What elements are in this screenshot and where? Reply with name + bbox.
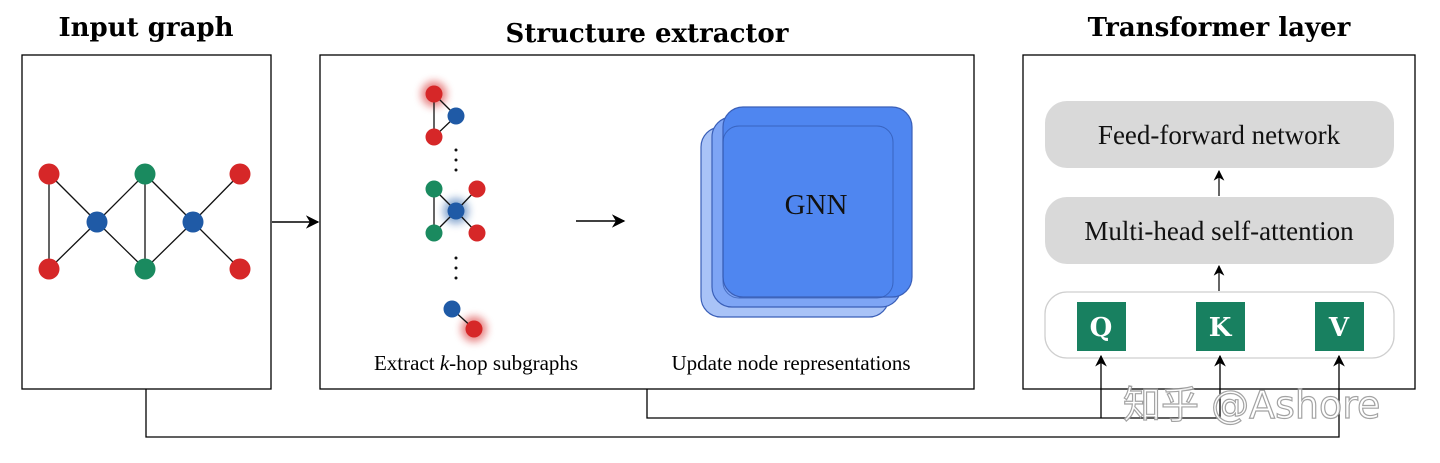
graph-node-green — [134, 163, 156, 185]
connector-extractor-to-k — [646, 354, 1226, 419]
subgraph-node-green — [425, 224, 443, 242]
feed-forward-block — [1045, 101, 1394, 168]
structure-extractor-title: Structure extractor — [506, 19, 789, 49]
query-label: Q — [1090, 313, 1113, 343]
subgraph-node-blue — [447, 202, 465, 220]
graph-node-green — [134, 258, 156, 280]
subgraph-node-green — [425, 180, 443, 198]
input-graph-panel — [21, 54, 272, 390]
watermark-text: 知乎 @Ashore — [1123, 383, 1380, 427]
transformer-layer-panel — [1022, 54, 1416, 390]
connector-graph-to-v — [145, 354, 1345, 438]
input-graph — [38, 163, 251, 280]
subgraph-node-red — [468, 224, 486, 242]
graph-node-blue — [182, 211, 204, 233]
transformer-layer-title: Transformer layer — [1088, 13, 1351, 43]
extract-subgraphs-caption: Extract k-hop subgraphs — [374, 351, 578, 375]
vertical-ellipsis — [454, 148, 458, 172]
graph-node-red — [229, 258, 251, 280]
self-attention-block — [1045, 197, 1394, 264]
feed-forward-label: Feed-forward network — [1098, 120, 1341, 150]
subgraph-node-red — [468, 180, 486, 198]
graph-node-blue — [86, 211, 108, 233]
query-box — [1077, 302, 1126, 351]
update-representations-caption: Update node representations — [671, 351, 910, 375]
subgraph-node-blue — [443, 300, 461, 318]
subgraph-node-red — [465, 320, 483, 338]
gnn-label: GNN — [785, 189, 848, 221]
value-box — [1315, 302, 1364, 351]
graph-node-red — [229, 163, 251, 185]
gnn-block: GNN — [700, 106, 913, 318]
input-graph-edges — [48, 173, 241, 270]
subgraph-node-blue — [447, 107, 465, 125]
self-attention-label: Multi-head self-attention — [1084, 216, 1354, 246]
graph-node-red — [38, 163, 60, 185]
vertical-ellipsis — [454, 256, 458, 280]
graph-node-red — [38, 258, 60, 280]
subgraph-node-red — [425, 85, 443, 103]
input-graph-title: Input graph — [58, 13, 233, 43]
key-label: K — [1209, 313, 1233, 343]
subgraph-top — [421, 81, 465, 146]
key-box — [1196, 302, 1245, 351]
subgraph-middle — [425, 180, 486, 242]
subgraph-node-red — [425, 128, 443, 146]
value-label: V — [1328, 313, 1350, 343]
subgraph-bottom — [443, 300, 487, 342]
